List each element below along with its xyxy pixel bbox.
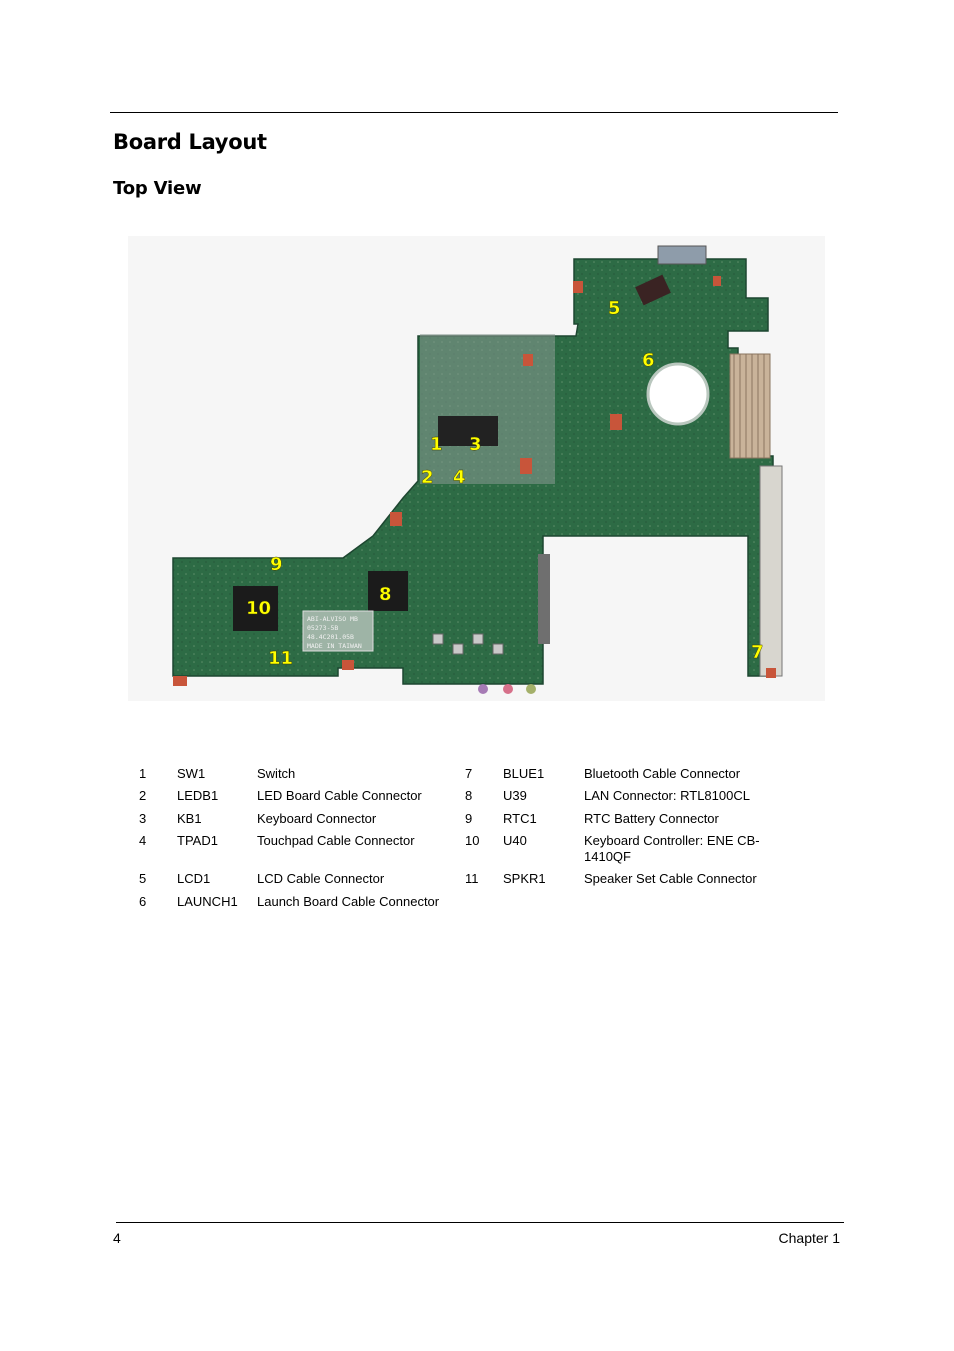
heatsink (729, 353, 771, 459)
audio-jack (503, 684, 513, 694)
legend-ref: LAUNCH1 (177, 894, 238, 909)
legend-desc: Touchpad Cable Connector (257, 833, 415, 848)
mount-pad (573, 281, 583, 293)
legend-ref: SW1 (177, 766, 206, 781)
legend-desc: Switch (257, 766, 296, 781)
sticker-line: MADE IN TAIWAN (307, 642, 362, 650)
mount-pad (520, 458, 532, 474)
chip-u39 (368, 571, 408, 611)
legend-desc: RTC Battery Connector (584, 811, 719, 826)
legend-number: 7 (465, 766, 473, 781)
legend-ref: KB1 (177, 811, 202, 826)
mount-pad (713, 276, 721, 286)
chip-u40 (233, 586, 278, 631)
legend-ref: U39 (503, 788, 527, 803)
board-button (452, 643, 464, 655)
chip-small (438, 416, 498, 446)
callout-label: 8 (379, 584, 392, 605)
vga-connector (657, 245, 707, 265)
mount-pad (342, 660, 354, 670)
legend-desc: LAN Connector: RTL8100CL (584, 788, 750, 803)
motherboard-illustration: ABI-ALVISO MB 05273-5B 48.4C201.05B MADE… (172, 245, 783, 694)
chapter-label: Chapter 1 (778, 1230, 840, 1246)
legend-desc: LCD Cable Connector (257, 871, 385, 886)
board-button (432, 633, 444, 645)
legend-number: 3 (139, 811, 147, 826)
board-button (472, 633, 484, 645)
legend-ref: RTC1 (503, 811, 537, 826)
legend-desc: Speaker Set Cable Connector (584, 871, 757, 886)
mount-pad (523, 354, 533, 366)
legend-desc: Launch Board Cable Connector (257, 894, 440, 909)
legend-number: 11 (465, 871, 479, 886)
legend-number: 8 (465, 788, 473, 803)
legend-ref: U40 (503, 833, 527, 848)
callout-label: 6 (642, 350, 655, 371)
audio-jack (526, 684, 536, 694)
silkscreen-sticker (302, 610, 374, 652)
sticker-line: 05273-5B (307, 624, 338, 632)
mount-pad (766, 668, 776, 678)
legend-ref: TPAD1 (177, 833, 218, 848)
legend-ref: LEDB1 (177, 788, 219, 803)
mount-pad (173, 676, 187, 686)
board-photo: ABI-ALVISO MB 05273-5B 48.4C201.05B MADE… (128, 236, 825, 701)
legend-desc: Keyboard Controller: ENE CB-1410QF (584, 833, 760, 864)
sticker-line: ABI-ALVISO MB (307, 615, 358, 623)
callout-label: 4 (453, 467, 466, 488)
footer-rule (116, 1222, 844, 1223)
page-title: Board Layout (113, 130, 267, 154)
legend-number: 9 (465, 811, 473, 826)
board-button (492, 643, 504, 655)
audio-jack (478, 684, 488, 694)
callout-label: 1 (430, 434, 443, 455)
left-connector (538, 554, 550, 644)
legend-ref: SPKR1 (503, 871, 546, 886)
callout-label: 2 (421, 467, 434, 488)
mount-pad (390, 512, 402, 526)
callout-label: 3 (469, 434, 482, 455)
callout-label: 5 (608, 298, 621, 319)
legend-number: 4 (139, 833, 147, 848)
legend-ref: LCD1 (177, 871, 211, 886)
legend-ref: BLUE1 (503, 766, 545, 781)
legend-number: 10 (465, 833, 480, 848)
legend-number: 6 (139, 894, 147, 909)
mount-pad (610, 414, 622, 430)
callout-label: 7 (751, 642, 764, 663)
legend-number: 5 (139, 871, 147, 886)
legend-desc: LED Board Cable Connector (257, 788, 422, 803)
section-title: Top View (113, 178, 202, 199)
header-rule (110, 112, 838, 113)
legend-number: 1 (139, 766, 147, 781)
callout-label: 9 (270, 554, 283, 575)
sticker-line: 48.4C201.05B (307, 633, 354, 641)
callout-label: 10 (246, 598, 271, 619)
page-number: 4 (113, 1230, 121, 1246)
callout-label: 11 (268, 648, 293, 669)
shield-area (420, 334, 555, 484)
legend-number: 2 (139, 788, 147, 803)
chip-dark-5 (635, 274, 671, 306)
legend-desc: Keyboard Connector (257, 811, 377, 826)
battery-holder (646, 362, 710, 426)
legend-desc: Bluetooth Cable Connector (584, 766, 741, 781)
